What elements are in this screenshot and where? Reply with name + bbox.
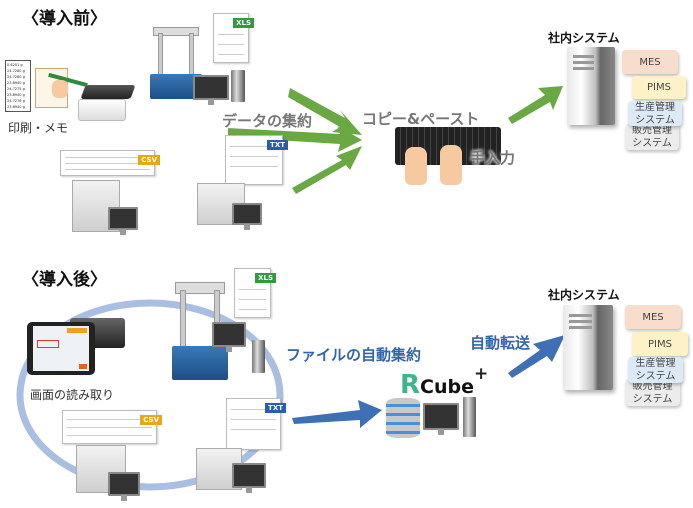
logo-plus: +: [474, 364, 489, 384]
txt-file-icon: TXT: [226, 398, 286, 450]
file-type-tag: TXT: [267, 140, 288, 150]
server-icon: [567, 47, 615, 125]
module-pims: PIMS: [632, 76, 686, 99]
arrow-icon: [508, 335, 565, 378]
monitor-icon: [423, 403, 459, 435]
xls-file-icon: XLS: [213, 13, 254, 63]
balance-icon: [78, 85, 138, 123]
module-pims: PIMS: [632, 332, 688, 356]
monitor-icon: [232, 463, 266, 493]
module-sales: 販売管理 システム: [625, 124, 679, 150]
module-production: 生産管理 システム: [628, 101, 682, 126]
tablet-icon: [27, 322, 95, 375]
csv-file-icon: CSV: [60, 150, 160, 176]
xls-file-icon: XLS: [234, 268, 276, 318]
arrow-icon: [508, 86, 563, 124]
tensile-tester-icon: [172, 282, 228, 380]
arrow-icon: [292, 146, 362, 194]
file-type-tag: CSV: [138, 155, 160, 165]
after-heading: 〈導入後〉: [22, 270, 107, 290]
hand-icon: [440, 145, 462, 185]
memo-label: 印刷・メモ: [8, 121, 69, 135]
green-arrows: [228, 86, 563, 194]
system-title: 社内システム: [548, 31, 620, 45]
arrow-icon: [288, 88, 362, 135]
file-type-tag: TXT: [265, 403, 286, 413]
hand-icon: [52, 80, 68, 98]
logo-r: R: [400, 370, 421, 400]
memo-value: 24.7280 g: [7, 69, 25, 73]
monitor-icon: [232, 203, 262, 230]
system-title: 社内システム: [548, 288, 620, 302]
screen-read-label: 画面の読み取り: [30, 388, 115, 402]
memo-value: 0.6201 g: [7, 63, 23, 67]
copy-paste-label: コピー&ペースト: [362, 110, 480, 128]
monitor-icon: [108, 472, 140, 501]
file-type-tag: CSV: [140, 415, 162, 425]
module-mes: MES: [622, 50, 678, 74]
pc-tower-icon: [231, 70, 245, 102]
manual-input-label: 手入力: [470, 149, 516, 167]
collection-cycle: [16, 299, 284, 491]
rcube-logo: RCube+: [400, 364, 488, 400]
module-sales: 販売管理 システム: [625, 379, 680, 406]
memo-value: 23.8940 g: [7, 81, 25, 85]
memo-value: 24.7280 g: [7, 75, 25, 79]
file-type-tag: XLS: [255, 273, 276, 283]
file-type-tag: XLS: [233, 18, 254, 28]
module-mes: MES: [625, 305, 681, 329]
logo-cube: Cube: [420, 376, 474, 398]
pc-tower-icon: [463, 397, 476, 437]
monitor-icon: [108, 207, 138, 235]
server-icon: [563, 305, 613, 390]
memo-value: 24.7275 g: [7, 87, 25, 91]
file-aggregation-label: ファイルの自動集約: [286, 346, 422, 364]
arrow-icon: [292, 400, 382, 428]
memo-value: 23.8940 g: [7, 93, 25, 97]
arrow-icon: [228, 126, 362, 152]
memo-value: 24.7276 g: [7, 99, 25, 103]
csv-file-icon: CSV: [62, 410, 162, 444]
database-icon: [386, 398, 420, 438]
monitor-icon: [212, 322, 246, 352]
monitor-icon: [193, 75, 229, 105]
aggregation-label: データの集約: [222, 112, 313, 130]
printed-memo: 0.6201 g 24.7280 g 24.7280 g 23.8940 g 2…: [5, 60, 31, 112]
pc-tower-icon: [252, 340, 265, 373]
txt-file-icon: TXT: [225, 135, 288, 185]
auto-transfer-label: 自動転送: [470, 334, 531, 352]
memo-value: 23.8940 g: [7, 105, 25, 109]
before-heading: 〈導入前〉: [22, 9, 107, 29]
hand-icon: [405, 147, 427, 185]
module-production: 生産管理 システム: [628, 357, 683, 383]
